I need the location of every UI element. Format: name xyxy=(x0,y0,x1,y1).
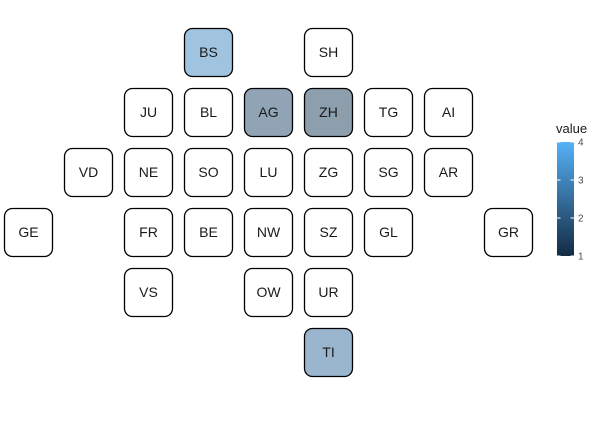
tile-nw: NW xyxy=(243,207,294,258)
tile-label: AG xyxy=(258,104,278,120)
tile-label: BS xyxy=(199,44,218,60)
tile-label: NE xyxy=(139,164,158,180)
tile-label: GR xyxy=(498,224,519,240)
legend-tick-label: 4 xyxy=(578,138,584,149)
tile-gl: GL xyxy=(363,207,414,258)
tile-rect xyxy=(303,87,354,138)
tile-rect xyxy=(243,87,294,138)
tile-bl: BL xyxy=(183,87,234,138)
tile-rect xyxy=(183,27,234,78)
tile-rect xyxy=(303,147,354,198)
tile-be: BE xyxy=(183,207,234,258)
tile-rect xyxy=(303,267,354,318)
tile-ag: AG xyxy=(243,87,294,138)
tile-label: ZG xyxy=(319,164,338,180)
legend-tick-label: 2 xyxy=(578,214,584,225)
tile-label: FR xyxy=(139,224,158,240)
tile-label: SZ xyxy=(320,224,338,240)
tile-ti: TI xyxy=(303,327,354,378)
tile-label: ZH xyxy=(319,104,338,120)
tile-rect xyxy=(123,207,174,258)
tile-label: BE xyxy=(199,224,218,240)
tile-rect xyxy=(123,87,174,138)
tile-rect xyxy=(303,327,354,378)
color-legend: value 1 2 3 4 xyxy=(556,121,587,263)
tile-label: LU xyxy=(260,164,278,180)
tile-rect xyxy=(123,267,174,318)
tile-rect xyxy=(363,207,414,258)
tile-fr: FR xyxy=(123,207,174,258)
tile-ur: UR xyxy=(303,267,354,318)
tile-rect xyxy=(183,87,234,138)
tile-ne: NE xyxy=(123,147,174,198)
tile-label: UR xyxy=(318,284,338,300)
tile-ar: AR xyxy=(423,147,474,198)
tile-sz: SZ xyxy=(303,207,354,258)
tile-rect xyxy=(243,267,294,318)
tile-ge: GE xyxy=(3,207,54,258)
tile-rect xyxy=(363,87,414,138)
tile-tg: TG xyxy=(363,87,414,138)
tile-rect xyxy=(303,207,354,258)
tile-bs: BS xyxy=(183,27,234,78)
tile-vd: VD xyxy=(63,147,114,198)
legend-tick-label: 3 xyxy=(578,176,584,187)
tile-sh: SH xyxy=(303,27,354,78)
tile-rect xyxy=(183,207,234,258)
tile-rect xyxy=(183,147,234,198)
tile-label: OW xyxy=(256,284,281,300)
tile-rect xyxy=(423,87,474,138)
legend-ticks: 1 2 3 4 xyxy=(557,138,584,263)
tile-label: VS xyxy=(139,284,158,300)
tile-label: AR xyxy=(439,164,458,180)
tile-ai: AI xyxy=(423,87,474,138)
tile-label: NW xyxy=(257,224,281,240)
tile-label: TG xyxy=(379,104,398,120)
legend-title: value xyxy=(556,121,587,136)
tile-label: VD xyxy=(79,164,98,180)
tile-so: SO xyxy=(183,147,234,198)
tile-ju: JU xyxy=(123,87,174,138)
tile-label: GL xyxy=(379,224,398,240)
tile-lu: LU xyxy=(243,147,294,198)
tile-label: GE xyxy=(18,224,38,240)
tile-rect xyxy=(423,147,474,198)
tile-sg: SG xyxy=(363,147,414,198)
tile-ow: OW xyxy=(243,267,294,318)
legend-colorbar xyxy=(557,142,574,256)
tile-rect xyxy=(363,147,414,198)
tile-rect xyxy=(63,147,114,198)
tile-label: TI xyxy=(322,344,334,360)
tile-label: SO xyxy=(198,164,218,180)
tile-rect xyxy=(243,207,294,258)
tile-label: AI xyxy=(442,104,455,120)
tile-label: SH xyxy=(319,44,338,60)
tile-label: BL xyxy=(200,104,217,120)
tiles-group: BS SH JU BL AG ZH TG AI VD NE SO LU ZG SG AR GE FR BE NW SZ… xyxy=(3,27,534,378)
tile-rect xyxy=(3,207,54,258)
tile-rect xyxy=(243,147,294,198)
tile-zh: ZH xyxy=(303,87,354,138)
tile-label: SG xyxy=(378,164,398,180)
tile-rect xyxy=(303,27,354,78)
legend-tick-label: 1 xyxy=(578,252,584,263)
tile-rect xyxy=(123,147,174,198)
tile-rect xyxy=(483,207,534,258)
tile-gr: GR xyxy=(483,207,534,258)
tile-zg: ZG xyxy=(303,147,354,198)
tile-label: JU xyxy=(140,104,157,120)
tile-vs: VS xyxy=(123,267,174,318)
